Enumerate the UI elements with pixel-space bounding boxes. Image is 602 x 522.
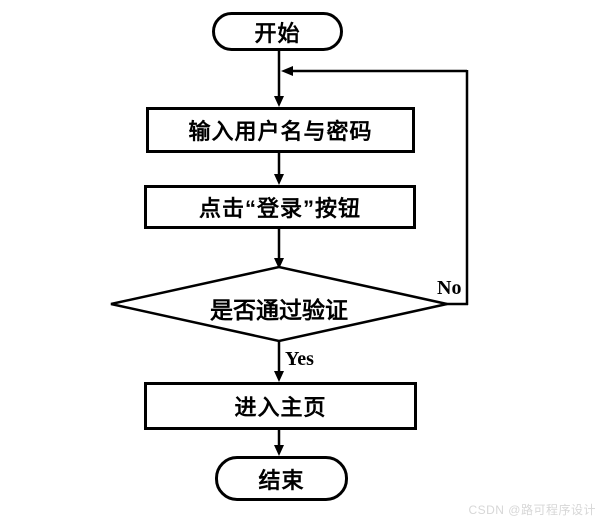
node-enter-home-label: 进入主页 — [234, 395, 327, 420]
arrowhead-end — [274, 445, 284, 456]
node-start: 开始 — [212, 12, 343, 51]
node-start-label: 开始 — [254, 20, 301, 46]
arrowhead-input — [274, 96, 284, 107]
node-enter-home: 进入主页 — [144, 382, 417, 430]
edge-label-no: No — [437, 277, 462, 299]
node-click-login: 点击“登录”按钮 — [144, 185, 416, 229]
arrowhead-click — [274, 174, 284, 185]
node-end-label: 结束 — [258, 467, 305, 493]
node-click-login-label: 点击“登录”按钮 — [198, 196, 361, 221]
watermark-text: CSDN @路可程序设计 — [468, 503, 596, 517]
arrowhead-no-loop — [281, 66, 293, 76]
node-input-credentials-label: 输入用户名与密码 — [188, 119, 373, 144]
edge-label-yes: Yes — [285, 348, 314, 370]
arrowhead-verify — [274, 258, 284, 269]
arrowhead-home — [274, 371, 284, 382]
node-end: 结束 — [215, 456, 348, 501]
node-input-credentials: 输入用户名与密码 — [146, 107, 415, 153]
node-verify-label: 是否通过验证 — [210, 297, 348, 323]
decision-diamond — [110, 265, 448, 343]
